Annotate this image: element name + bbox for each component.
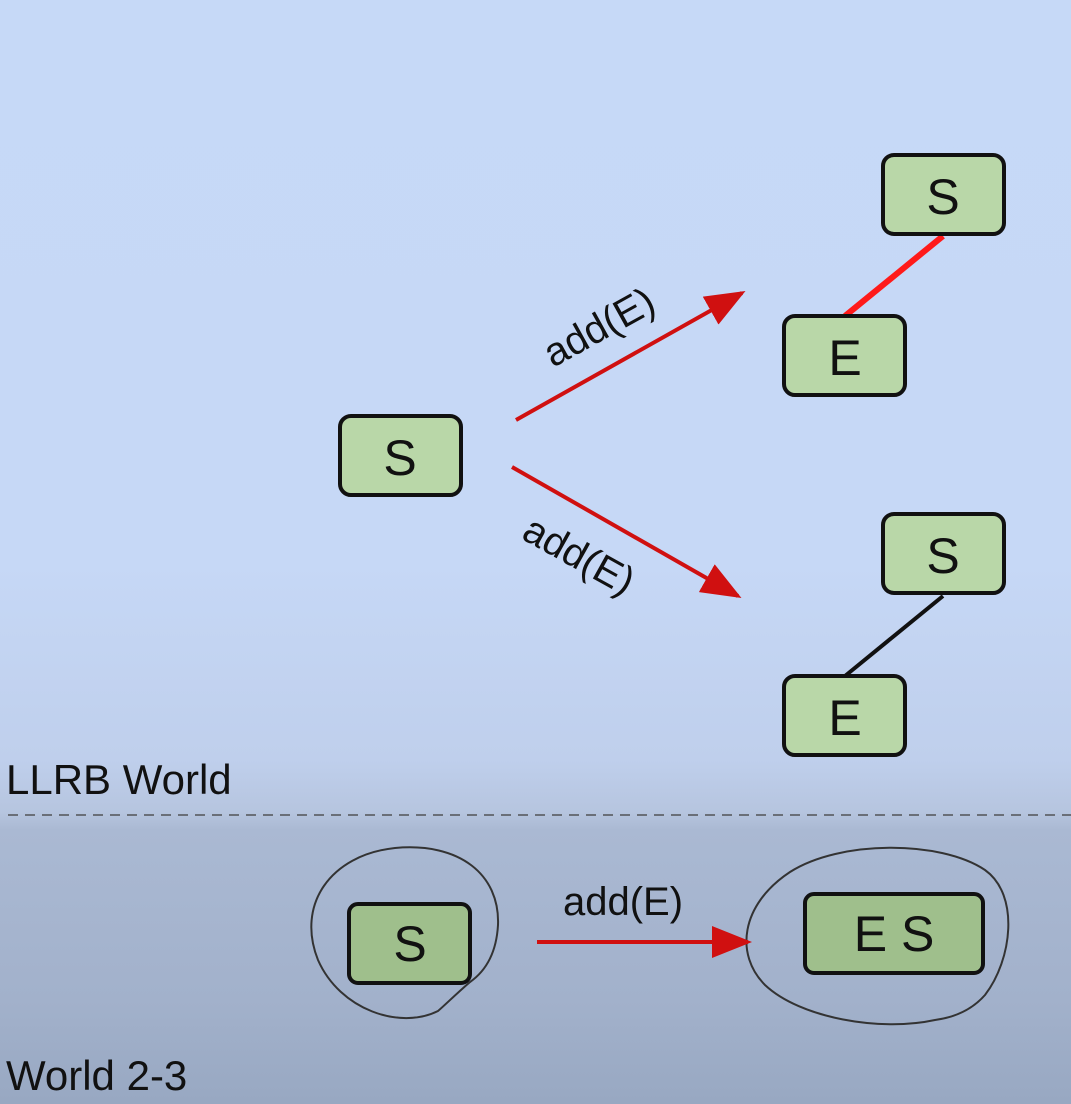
black-link [843, 594, 945, 678]
lower-node-e: E [782, 674, 907, 757]
svg-text:E: E [828, 330, 861, 386]
upper-node-e: E [782, 314, 907, 397]
world-23-label: World 2-3 [6, 1052, 188, 1099]
svg-text:S: S [393, 916, 426, 972]
arrow-lower [511, 465, 742, 598]
upper-node-s: S [881, 153, 1006, 236]
svg-text:E: E [828, 690, 861, 746]
circle-after [745, 846, 1010, 1026]
svg-text:S: S [926, 528, 959, 584]
svg-text:E S: E S [854, 906, 935, 962]
llrb-world-label: LLRB World [6, 756, 232, 803]
edge-label-upper: add(E) [536, 279, 662, 376]
edge-label-lower: add(E) [516, 507, 642, 604]
node-23-after: E S [803, 892, 985, 975]
circle-before [310, 846, 500, 1020]
svg-text:S: S [383, 430, 416, 486]
svg-text:S: S [926, 169, 959, 225]
red-link [843, 233, 945, 319]
lower-node-s: S [881, 512, 1006, 595]
edge-label-23: add(E) [563, 880, 683, 924]
arrow-upper [515, 291, 746, 422]
node-23-before: S [347, 902, 472, 985]
root-node-s: S [338, 414, 463, 497]
